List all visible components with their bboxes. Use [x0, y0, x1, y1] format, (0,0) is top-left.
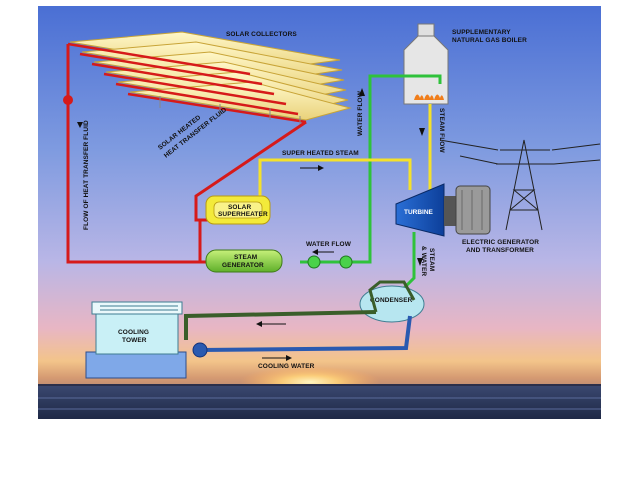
- boiler-body: [403, 35, 449, 105]
- htf-pump: [63, 95, 73, 105]
- heat-transfer-fluid-loop: [66, 44, 307, 264]
- flame-icon: [414, 94, 444, 100]
- return-arrow-icon: [256, 321, 262, 327]
- label-superheater-2: SUPERHEATER: [218, 211, 268, 218]
- exhaust-down-arrow-icon: [417, 258, 423, 266]
- label-water-flow: WATER FLOW: [306, 241, 352, 248]
- electric-generator: ELECTRIC GENERATOR AND TRANSFORMER: [444, 185, 539, 254]
- natural-gas-boiler: SUPPLEMENTARY NATURAL GAS BOILER: [403, 23, 527, 105]
- cooling-tower-base: [85, 351, 187, 379]
- label-superheater-1: SOLAR: [228, 204, 251, 211]
- label-steam-generator-2: GENERATOR: [222, 262, 264, 269]
- ground-band: [38, 385, 601, 419]
- htf-supply-pipe: [194, 120, 307, 222]
- label-condenser: CONDENSER: [370, 297, 413, 304]
- steam-generator: STEAM GENERATOR: [205, 249, 283, 273]
- label-cooling-water: COOLING WATER: [258, 363, 315, 370]
- label-turbine: TURBINE: [404, 209, 434, 216]
- label-boiler-2: NATURAL GAS BOILER: [452, 37, 527, 44]
- htf-return-pipe: [66, 44, 208, 264]
- cooling-supply-pipe: [199, 315, 412, 352]
- solar-collector-field: SOLAR COLLECTORS: [67, 31, 352, 126]
- superheated-steam-pipe: [258, 158, 412, 212]
- condenser-return-loop: [368, 280, 416, 313]
- cooling-tower: COOLING TOWER: [85, 301, 208, 379]
- collector-red-pipes: [67, 42, 307, 124]
- transmission-tower: [439, 139, 601, 231]
- collector-row-6: [129, 81, 352, 121]
- cooling-tower-body: [95, 311, 179, 355]
- label-cooling-tower-2: TOWER: [122, 337, 147, 344]
- label-steam-water-2: & WATER: [420, 246, 427, 276]
- htf-flow-arrow-icon: [77, 122, 83, 128]
- solar-superheater: SOLAR SUPERHEATER: [205, 195, 271, 225]
- water-flow-arrow-icon: [312, 249, 318, 255]
- horizon-line: [38, 384, 601, 386]
- label-cooling-tower-1: COOLING: [118, 329, 149, 336]
- label-water-flow-vertical: WATER FLOW: [357, 90, 364, 136]
- pump-1: [307, 255, 321, 269]
- label-flow-of-heat-transfer-fluid: FLOW OF HEAT TRANSFER FLUID: [83, 120, 90, 230]
- label-solar-collectors: SOLAR COLLECTORS: [226, 31, 297, 38]
- label-steam-water-1: STEAM: [428, 248, 435, 271]
- cooling-arrow-icon: [286, 355, 292, 361]
- water-pumps: WATER FLOW: [306, 241, 353, 269]
- label-steam-flow: STEAM FLOW: [438, 108, 445, 153]
- label-boiler-1: SUPPLEMENTARY: [452, 29, 511, 36]
- cooling-water-loop: [184, 280, 416, 352]
- water-flow-up-arrow-icon: [359, 88, 365, 96]
- label-generator-2: AND TRANSFORMER: [466, 247, 534, 254]
- steam-flow-down-arrow-icon: [419, 128, 425, 136]
- label-generator-1: ELECTRIC GENERATOR: [462, 239, 539, 246]
- feedwater-pipe: [348, 74, 442, 264]
- cooling-return-pipe: [184, 310, 377, 340]
- steam-lines: [258, 104, 432, 212]
- label-super-heated-steam: SUPER HEATED STEAM: [282, 150, 359, 157]
- cooling-tower-top: [91, 301, 183, 315]
- label-steam-generator-1: STEAM: [234, 254, 257, 261]
- cooling-tower-fins: [100, 305, 178, 311]
- turbine: TURBINE: [395, 183, 445, 237]
- pump-2: [339, 255, 353, 269]
- boiler-stack: [417, 23, 435, 37]
- steam-arrow-icon: [318, 165, 324, 171]
- cooling-pump: [192, 342, 208, 358]
